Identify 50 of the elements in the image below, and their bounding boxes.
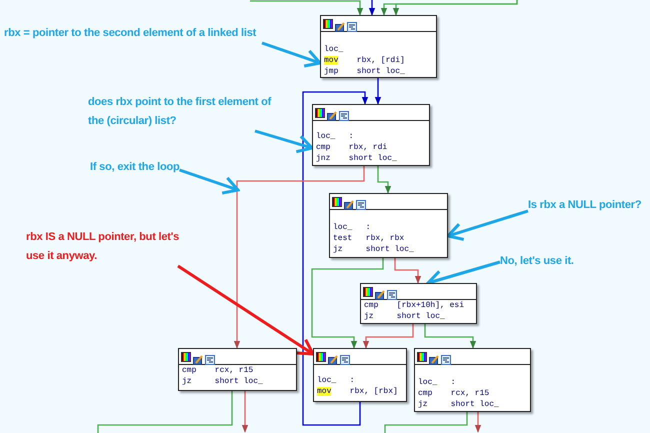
code-line: cmp rcx, r15 (182, 365, 254, 376)
annotation-text: If so, exit the loop (90, 158, 180, 177)
callout-arrow (446, 210, 528, 241)
annotation-text: does rbx point to the first element of the (circular) list? (88, 93, 283, 131)
code-line: cmp rbx, rdi (316, 142, 388, 153)
annotation-text: rbx = pointer to the second element of a linked list (4, 24, 256, 43)
code-line: loc_ : (316, 131, 354, 142)
flow-line (384, 412, 468, 433)
flow-arrow (234, 166, 365, 349)
flow-arrow (362, 324, 414, 349)
flow-arrow (474, 412, 482, 433)
flow-arrow (250, 0, 364, 16)
code-line: mov rbx, [rdi] (324, 55, 405, 66)
callout-arrow (262, 42, 322, 68)
code-block (178, 348, 297, 391)
code-block (329, 193, 448, 258)
flow-arrow (377, 166, 392, 194)
flow-arrow (311, 258, 384, 349)
flow-arrow (424, 324, 476, 349)
code-line: loc_ : (418, 377, 456, 388)
code-block (320, 15, 437, 78)
code-line: loc_ : (317, 375, 355, 386)
flow-arrow (368, 0, 376, 16)
code-line: jnz short loc_ (316, 153, 397, 164)
code-line: jz short loc_ (182, 376, 263, 387)
annotation-text: rbx IS a NULL pointer, but let's use it anyway. (26, 228, 198, 266)
code-line: loc_ : (333, 222, 371, 233)
callout-arrow (179, 168, 240, 195)
callout-arrow (177, 264, 314, 356)
code-line: test rbx, rbx (333, 233, 404, 244)
code-block (312, 104, 430, 166)
annotation-text: Is rbx a NULL pointer? (528, 196, 642, 215)
code-line: jz short loc_ (333, 244, 414, 255)
flow-line (97, 391, 233, 433)
code-line: loc_ (324, 44, 344, 55)
code-block (313, 348, 407, 402)
code-line: cmp [rbx+10h], esi (364, 300, 464, 311)
code-line: cmp rcx, r15 (418, 388, 490, 399)
code-block (414, 348, 531, 412)
annotation-text: No, let's use it. (500, 252, 574, 271)
code-line: jz short loc_ (364, 311, 445, 322)
code-line: mov rbx, [rbx] (317, 386, 398, 397)
callout-arrow (254, 130, 314, 154)
code-line: jz short loc_ (418, 399, 499, 410)
flow-arrow (302, 91, 368, 426)
flow-arrow (394, 258, 422, 284)
flow-arrow (374, 78, 382, 105)
flow-arrow (242, 391, 248, 433)
code-block (360, 283, 477, 324)
code-line: jmp short loc_ (324, 66, 405, 77)
